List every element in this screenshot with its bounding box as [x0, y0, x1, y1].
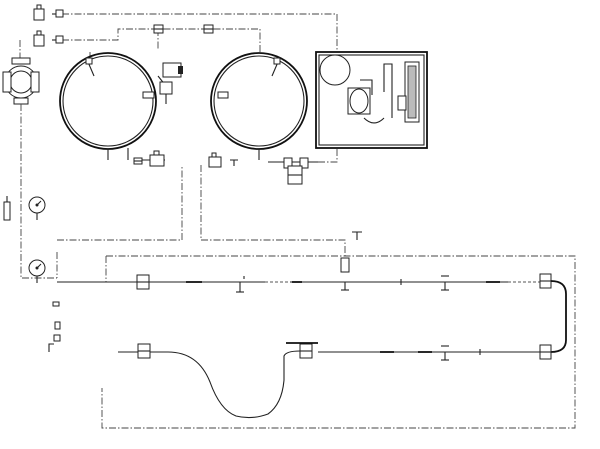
valve-icon	[153, 24, 164, 34]
serpentine-pipe	[118, 350, 301, 419]
tank-2	[210, 52, 308, 160]
riser-pipe	[550, 280, 567, 353]
flange-icon	[539, 273, 552, 289]
return-line	[318, 148, 338, 163]
tap-icon	[352, 231, 362, 240]
lower-header	[318, 345, 540, 361]
small-fittings-left	[48, 301, 61, 352]
valve-icon	[133, 157, 143, 165]
tap-icon	[230, 159, 238, 166]
valve-icon	[203, 24, 214, 34]
tank-1	[59, 52, 165, 161]
instrument-box-top-1	[33, 4, 64, 21]
vessel-icon	[208, 152, 222, 168]
transfer-lines	[57, 165, 346, 258]
pump-icon	[2, 57, 40, 105]
filter-icon	[268, 157, 318, 185]
flange-icon	[539, 344, 552, 360]
gauge-icon	[28, 259, 46, 283]
control-panel	[315, 51, 428, 149]
valve-assembly-tank-1	[157, 62, 183, 104]
control-lines	[19, 13, 338, 64]
flange-icon	[137, 343, 151, 359]
valve-icon	[340, 257, 350, 273]
upper-header	[57, 274, 540, 293]
process-enclosure	[101, 255, 576, 429]
left-instrument-lines	[20, 104, 58, 279]
gauge-icon	[28, 196, 46, 220]
sight-glass	[3, 196, 11, 221]
vessel-icon	[149, 150, 165, 167]
flange-icon	[286, 342, 318, 359]
instrument-box-top-2	[33, 30, 64, 47]
